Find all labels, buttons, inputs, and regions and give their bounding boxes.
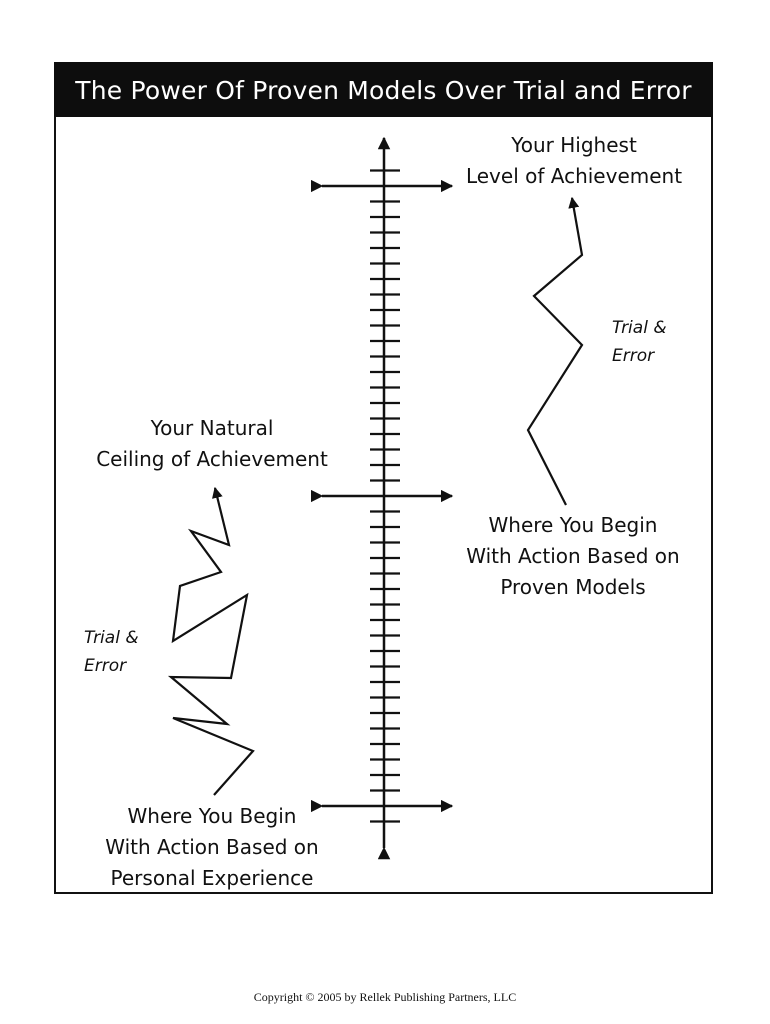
label-line: Level of Achievement [465, 164, 683, 188]
label-proven-models: Where You Begin With Action Based on Pro… [448, 510, 698, 603]
label-personal-experience: Where You Begin With Action Based on Per… [86, 801, 338, 894]
label-line: With Action Based on [466, 544, 680, 568]
label-line: Trial & [84, 628, 139, 648]
label-line: With Action Based on [105, 835, 319, 859]
label-line: Error [84, 656, 127, 676]
copyright: Copyright © 2005 by Rellek Publishing Pa… [253, 990, 517, 1004]
label-line: Your Highest [511, 133, 637, 157]
label-line: Error [612, 346, 655, 366]
trial-error-path-right [526, 196, 584, 506]
label-line: Where You Begin [127, 804, 297, 828]
label-line: Where You Begin [488, 513, 658, 537]
label-line: Personal Experience [110, 866, 314, 890]
label-trial-error-left: Trial & Error [84, 624, 139, 680]
label-line: Trial & [612, 318, 667, 338]
label-line: Ceiling of Achievement [96, 447, 328, 471]
label-line: Your Natural [150, 416, 274, 440]
label-line: Proven Models [500, 575, 646, 599]
label-natural-ceiling: Your Natural Ceiling of Achievement [82, 413, 342, 475]
trial-error-path-left [167, 486, 255, 796]
label-highest-level: Your Highest Level of Achievement [454, 130, 694, 192]
label-trial-error-right: Trial & Error [612, 314, 667, 370]
title-bar: The Power Of Proven Models Over Trial an… [54, 62, 713, 117]
